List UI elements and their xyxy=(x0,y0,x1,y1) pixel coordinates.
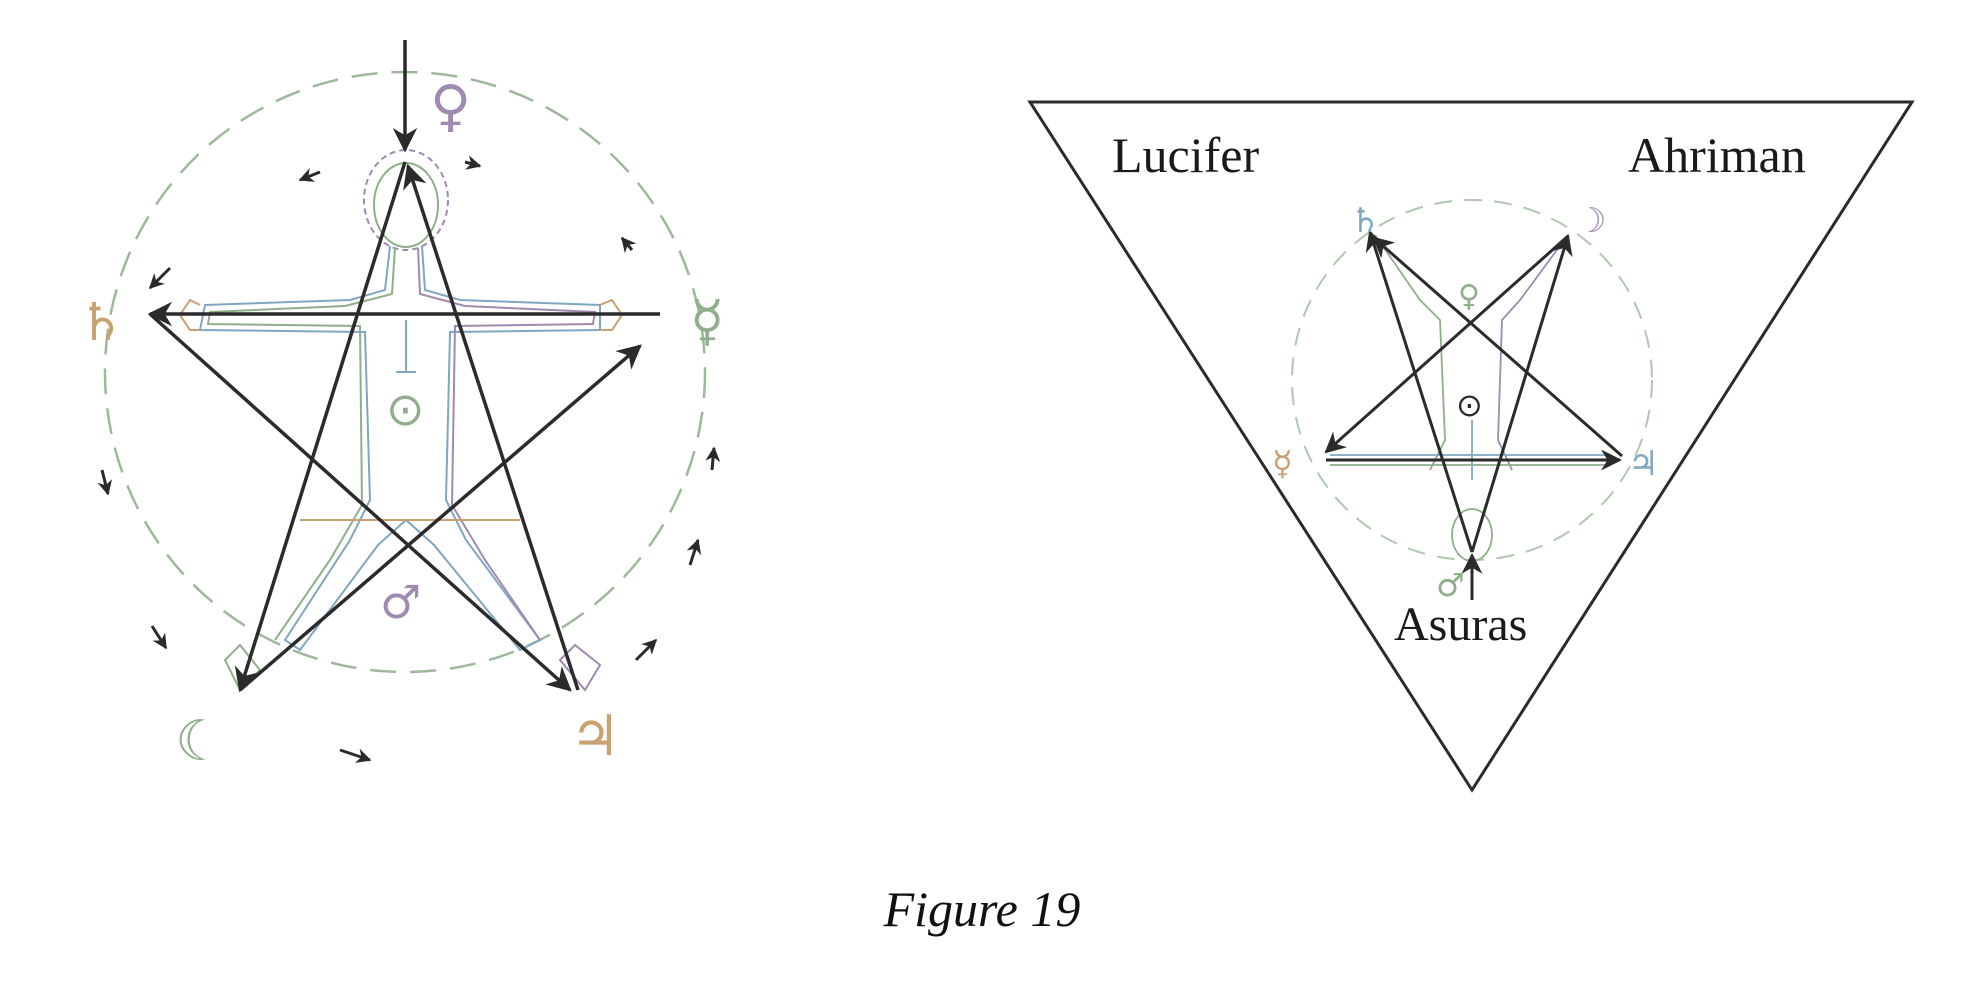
star-line-top-to-bottom-left xyxy=(234,161,407,693)
saturn-glyph-right: ♄ xyxy=(1350,201,1380,241)
mercury-glyph-right: ☿ xyxy=(1272,444,1293,484)
mars-glyph-right: ♂ xyxy=(1436,566,1465,604)
moon-glyph: ☾ xyxy=(175,709,225,774)
label-asuras: Asuras xyxy=(1394,598,1527,651)
left-pentagram-diagram: ♀ ♄ ☿ ☾ ♃ ⊙ ♂ xyxy=(78,40,724,774)
venus-glyph: ♀ xyxy=(430,74,471,139)
inner-line-1 xyxy=(1365,229,1474,553)
sun-glyph: ⊙ xyxy=(386,382,425,436)
label-lucifer: Lucifer xyxy=(1112,127,1259,183)
star-line-left-to-bottom-right xyxy=(148,312,572,692)
label-ahriman: Ahriman xyxy=(1628,127,1806,183)
jupiter-glyph-right: ♃ xyxy=(1628,444,1658,484)
right-dashed-circle xyxy=(1291,199,1653,561)
right-triangle-diagram: Lucifer Ahriman Asuras ♄ ☽ ☿ ♃ ♂ ⊙ ♀ xyxy=(1027,100,1915,793)
inner-line-2 xyxy=(1470,233,1573,553)
circle-direction-arrows xyxy=(97,155,721,763)
venus-glyph-right: ♀ xyxy=(1458,279,1480,314)
inner-star-lines xyxy=(1324,229,1623,600)
inverted-triangle xyxy=(1027,100,1915,793)
inner-line-3 xyxy=(1324,234,1569,454)
jupiter-glyph: ♃ xyxy=(570,704,620,769)
moon-glyph-right: ☽ xyxy=(1576,201,1606,241)
saturn-glyph: ♄ xyxy=(78,293,125,353)
sun-glyph-right: ⊙ xyxy=(1456,386,1483,424)
figure-caption: Figure 19 xyxy=(883,881,1081,937)
pentagram-star-lines xyxy=(147,40,660,693)
mars-glyph: ♂ xyxy=(380,575,421,629)
mercury-glyph: ☿ xyxy=(690,289,724,354)
star-line-bottom-right-to-top xyxy=(403,163,580,691)
star-line-bottom-left-to-right xyxy=(238,344,642,692)
human-figure-sketch xyxy=(178,149,624,692)
inner-line-5 xyxy=(1372,236,1623,458)
